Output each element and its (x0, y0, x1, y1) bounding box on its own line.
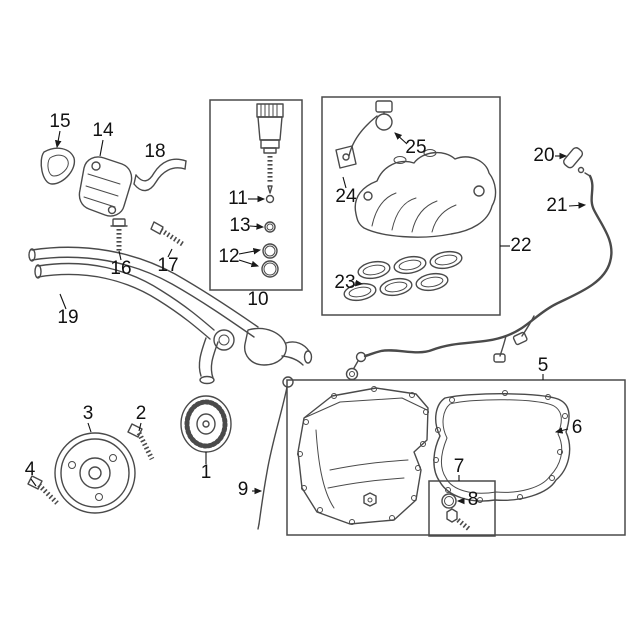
crank-pulley-1-drawing (180, 395, 232, 453)
callout-17: 17 (157, 255, 179, 276)
o-rings-12-drawing (261, 243, 279, 278)
callout-11: 11 (228, 188, 248, 209)
gaskets-23-drawing (343, 250, 463, 302)
callout-25: 25 (405, 137, 427, 158)
part-group-box-7-8 (428, 480, 496, 537)
coolant-tubes-19-drawing (28, 246, 313, 385)
callout-2: 2 (135, 403, 147, 424)
oil-cooler-14-drawing (78, 156, 133, 217)
callout-4: 4 (24, 459, 36, 480)
part-group-box-manifold (321, 96, 501, 316)
bolt-2-drawing (127, 423, 155, 461)
callout-7: 7 (453, 456, 465, 477)
leader-lines (30, 130, 587, 505)
callout-20: 20 (533, 145, 555, 166)
oil-pan-drawing (297, 386, 429, 525)
hose-18-drawing (133, 158, 187, 192)
callout-22: 22 (510, 235, 532, 256)
bolt-16-drawing (110, 218, 128, 252)
callout-15: 15 (49, 111, 71, 132)
part-group-box-5 (286, 379, 626, 536)
o-ring-8-drawing (441, 493, 457, 509)
callout-21: 21 (546, 195, 568, 216)
callout-6: 6 (571, 417, 583, 438)
wiring-harness-21-drawing (345, 174, 613, 381)
damper-wheel-3-drawing (54, 432, 136, 514)
callout-23: 23 (334, 272, 356, 293)
callout-3: 3 (82, 403, 94, 424)
dipstick-9-drawing (257, 376, 294, 530)
callout-5: 5 (537, 355, 549, 376)
callout-14: 14 (92, 120, 114, 141)
callout-24: 24 (335, 186, 357, 207)
callout-1: 1 (200, 462, 212, 483)
callout-9: 9 (237, 479, 249, 500)
o-ring-13-drawing (264, 221, 276, 233)
sensor-25-drawing (348, 100, 393, 157)
callout-16: 16 (110, 258, 132, 279)
gasket-6-drawing (433, 390, 571, 503)
bolt-4-drawing (27, 475, 59, 505)
callout-8: 8 (467, 489, 479, 510)
part-group-box-10 (209, 99, 303, 291)
intake-manifold-22-drawing (354, 149, 497, 238)
callout-12: 12 (218, 246, 240, 267)
drain-plug-bolt-drawing (446, 508, 471, 531)
bracket-15-drawing (40, 147, 76, 185)
bracket-24-drawing (335, 145, 357, 169)
oil-filter-cap-drawing (256, 103, 284, 194)
callout-18: 18 (144, 141, 166, 162)
o-ring-11-drawing (265, 194, 275, 204)
callout-19: 19 (57, 307, 79, 328)
callout-10: 10 (247, 289, 269, 310)
sensor-20-drawing (563, 147, 591, 177)
bolt-17-drawing (150, 221, 186, 248)
callout-13: 13 (229, 215, 251, 236)
